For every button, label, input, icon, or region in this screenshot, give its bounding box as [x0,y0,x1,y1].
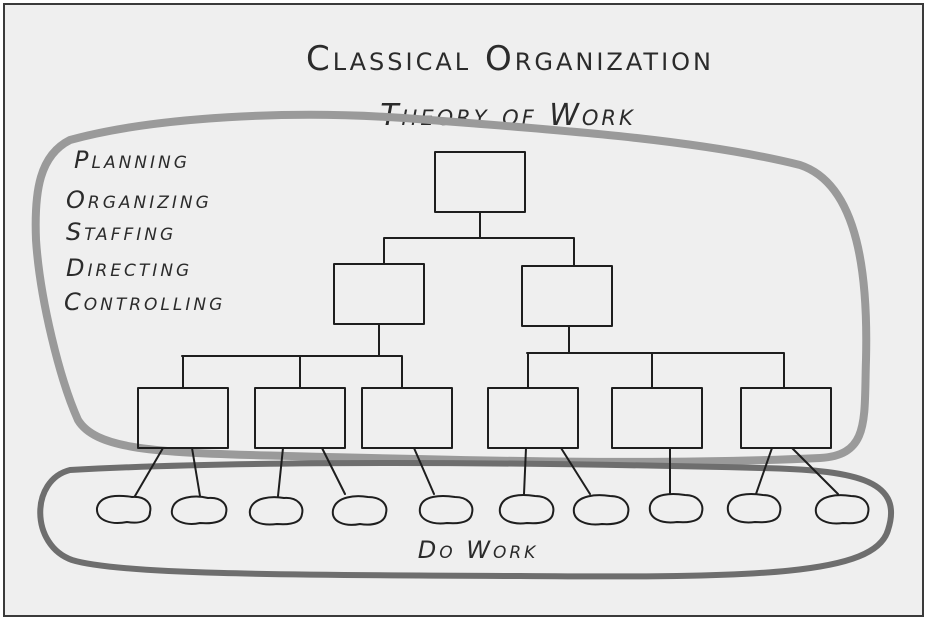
worker-blob-1 [95,494,152,524]
worker-blob-2 [170,495,228,525]
function-controlling: Controlling [64,288,225,316]
function-directing: Directing [66,254,192,282]
worker-connectors [134,447,839,497]
management-functions: Planning Organizing Staffing Directing C… [64,146,225,316]
supervisor-box-5 [611,387,703,449]
worker-blob-9 [726,493,782,524]
worker-blob-8 [648,493,704,524]
worker-blob-10 [814,494,870,525]
supervisor-box-4 [487,387,579,449]
workers [95,493,870,526]
function-organizing: Organizing [66,186,212,214]
middle-manager-box-right [521,265,613,327]
supervisor-box-3 [361,387,453,449]
worker-blob-7 [572,494,630,526]
do-work-label: Do Work [418,536,539,564]
title-line-1: Classical Organization [306,39,714,79]
supervisor-box-6 [740,387,832,449]
worker-blob-6 [498,494,555,525]
worker-blob-5 [418,495,474,525]
worker-blob-4 [331,495,388,526]
paper-frame [3,3,924,617]
org-chart [134,151,839,497]
management-loop [31,110,871,466]
connector-right-branch [526,325,785,389]
function-staffing: Staffing [66,218,176,246]
connector-level-1 [383,211,575,267]
worker-blob-3 [248,496,304,526]
function-planning: Planning [74,146,190,174]
connector-left-branch [181,323,403,389]
work-loop [37,460,895,580]
